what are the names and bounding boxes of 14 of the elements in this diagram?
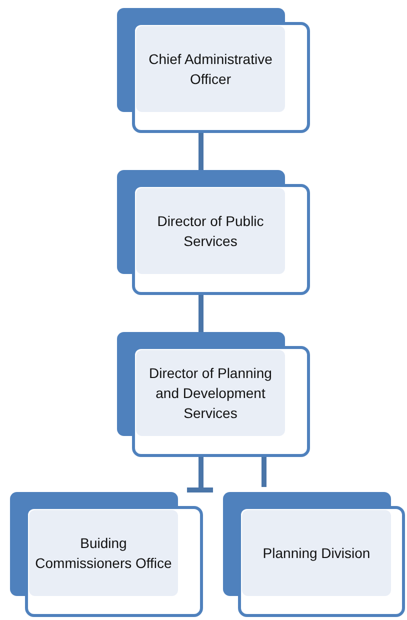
box-label: Director of Public Services: [156, 212, 265, 251]
org-chart-box: [117, 170, 310, 295]
box-label: Chief Administrative Officer: [148, 50, 274, 89]
connector-line: [198, 295, 204, 332]
box-label: Buiding Commissioners Office: [34, 534, 173, 573]
connector-line: [198, 133, 204, 170]
org-chart-box: [10, 492, 203, 617]
connector-line: [262, 457, 266, 487]
box-label: Planning Division: [262, 544, 372, 563]
org-chart-box: [117, 8, 310, 133]
org-chart-box: [117, 332, 310, 457]
box-label: Director of Planning and Development Services: [148, 364, 273, 423]
org-chart-box: [223, 492, 405, 617]
connector-line: [184, 454, 216, 492]
